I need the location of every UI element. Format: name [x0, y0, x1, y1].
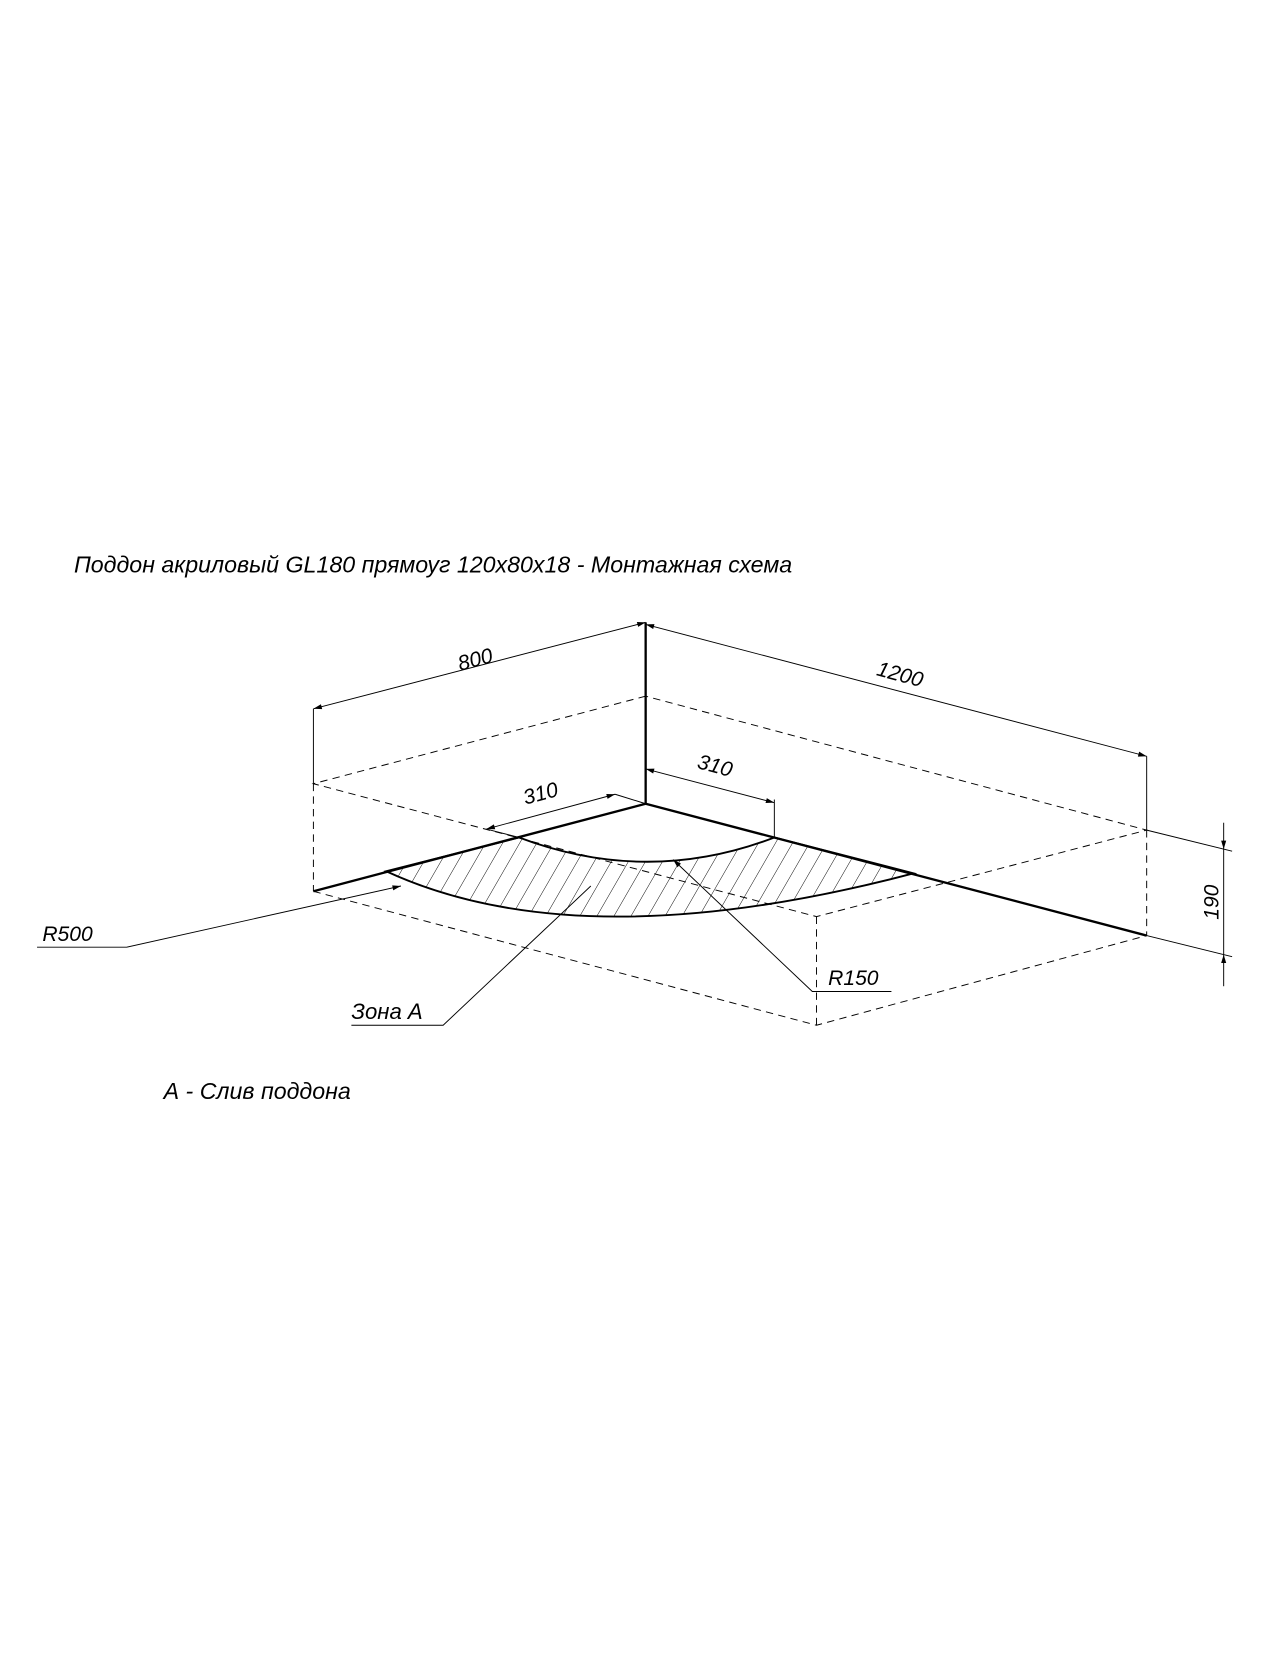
dimension-drain-left-label: 310	[521, 778, 561, 809]
tray-outline-dashed	[311, 695, 1149, 1026]
dimension-length: 1200	[645, 623, 1148, 831]
dimension-height: 190	[1146, 822, 1233, 987]
dimension-drain-left: 310	[486, 778, 646, 838]
dimension-width-label: 800	[455, 644, 495, 675]
callout-outer-radius-label: R500	[42, 923, 93, 946]
callout-zone-label: Зона А	[351, 999, 422, 1024]
callout-zone: Зона А	[351, 885, 592, 1026]
callout-outer-radius: R500	[37, 885, 402, 948]
callout-inner-radius-label: R150	[828, 967, 879, 990]
dimension-width: 800	[312, 621, 646, 784]
dimension-drain-right-label: 310	[695, 750, 735, 781]
drain-zone-hatch	[383, 836, 918, 918]
legend-drain: А - Слив поддона	[162, 1078, 351, 1104]
dimension-height-label: 190	[1200, 884, 1223, 919]
callout-inner-radius: R150	[672, 859, 892, 992]
dimension-drain-right: 310	[645, 750, 775, 838]
drawing-title: Поддон акриловый GL180 прямоуг 120x80x18…	[74, 552, 792, 578]
